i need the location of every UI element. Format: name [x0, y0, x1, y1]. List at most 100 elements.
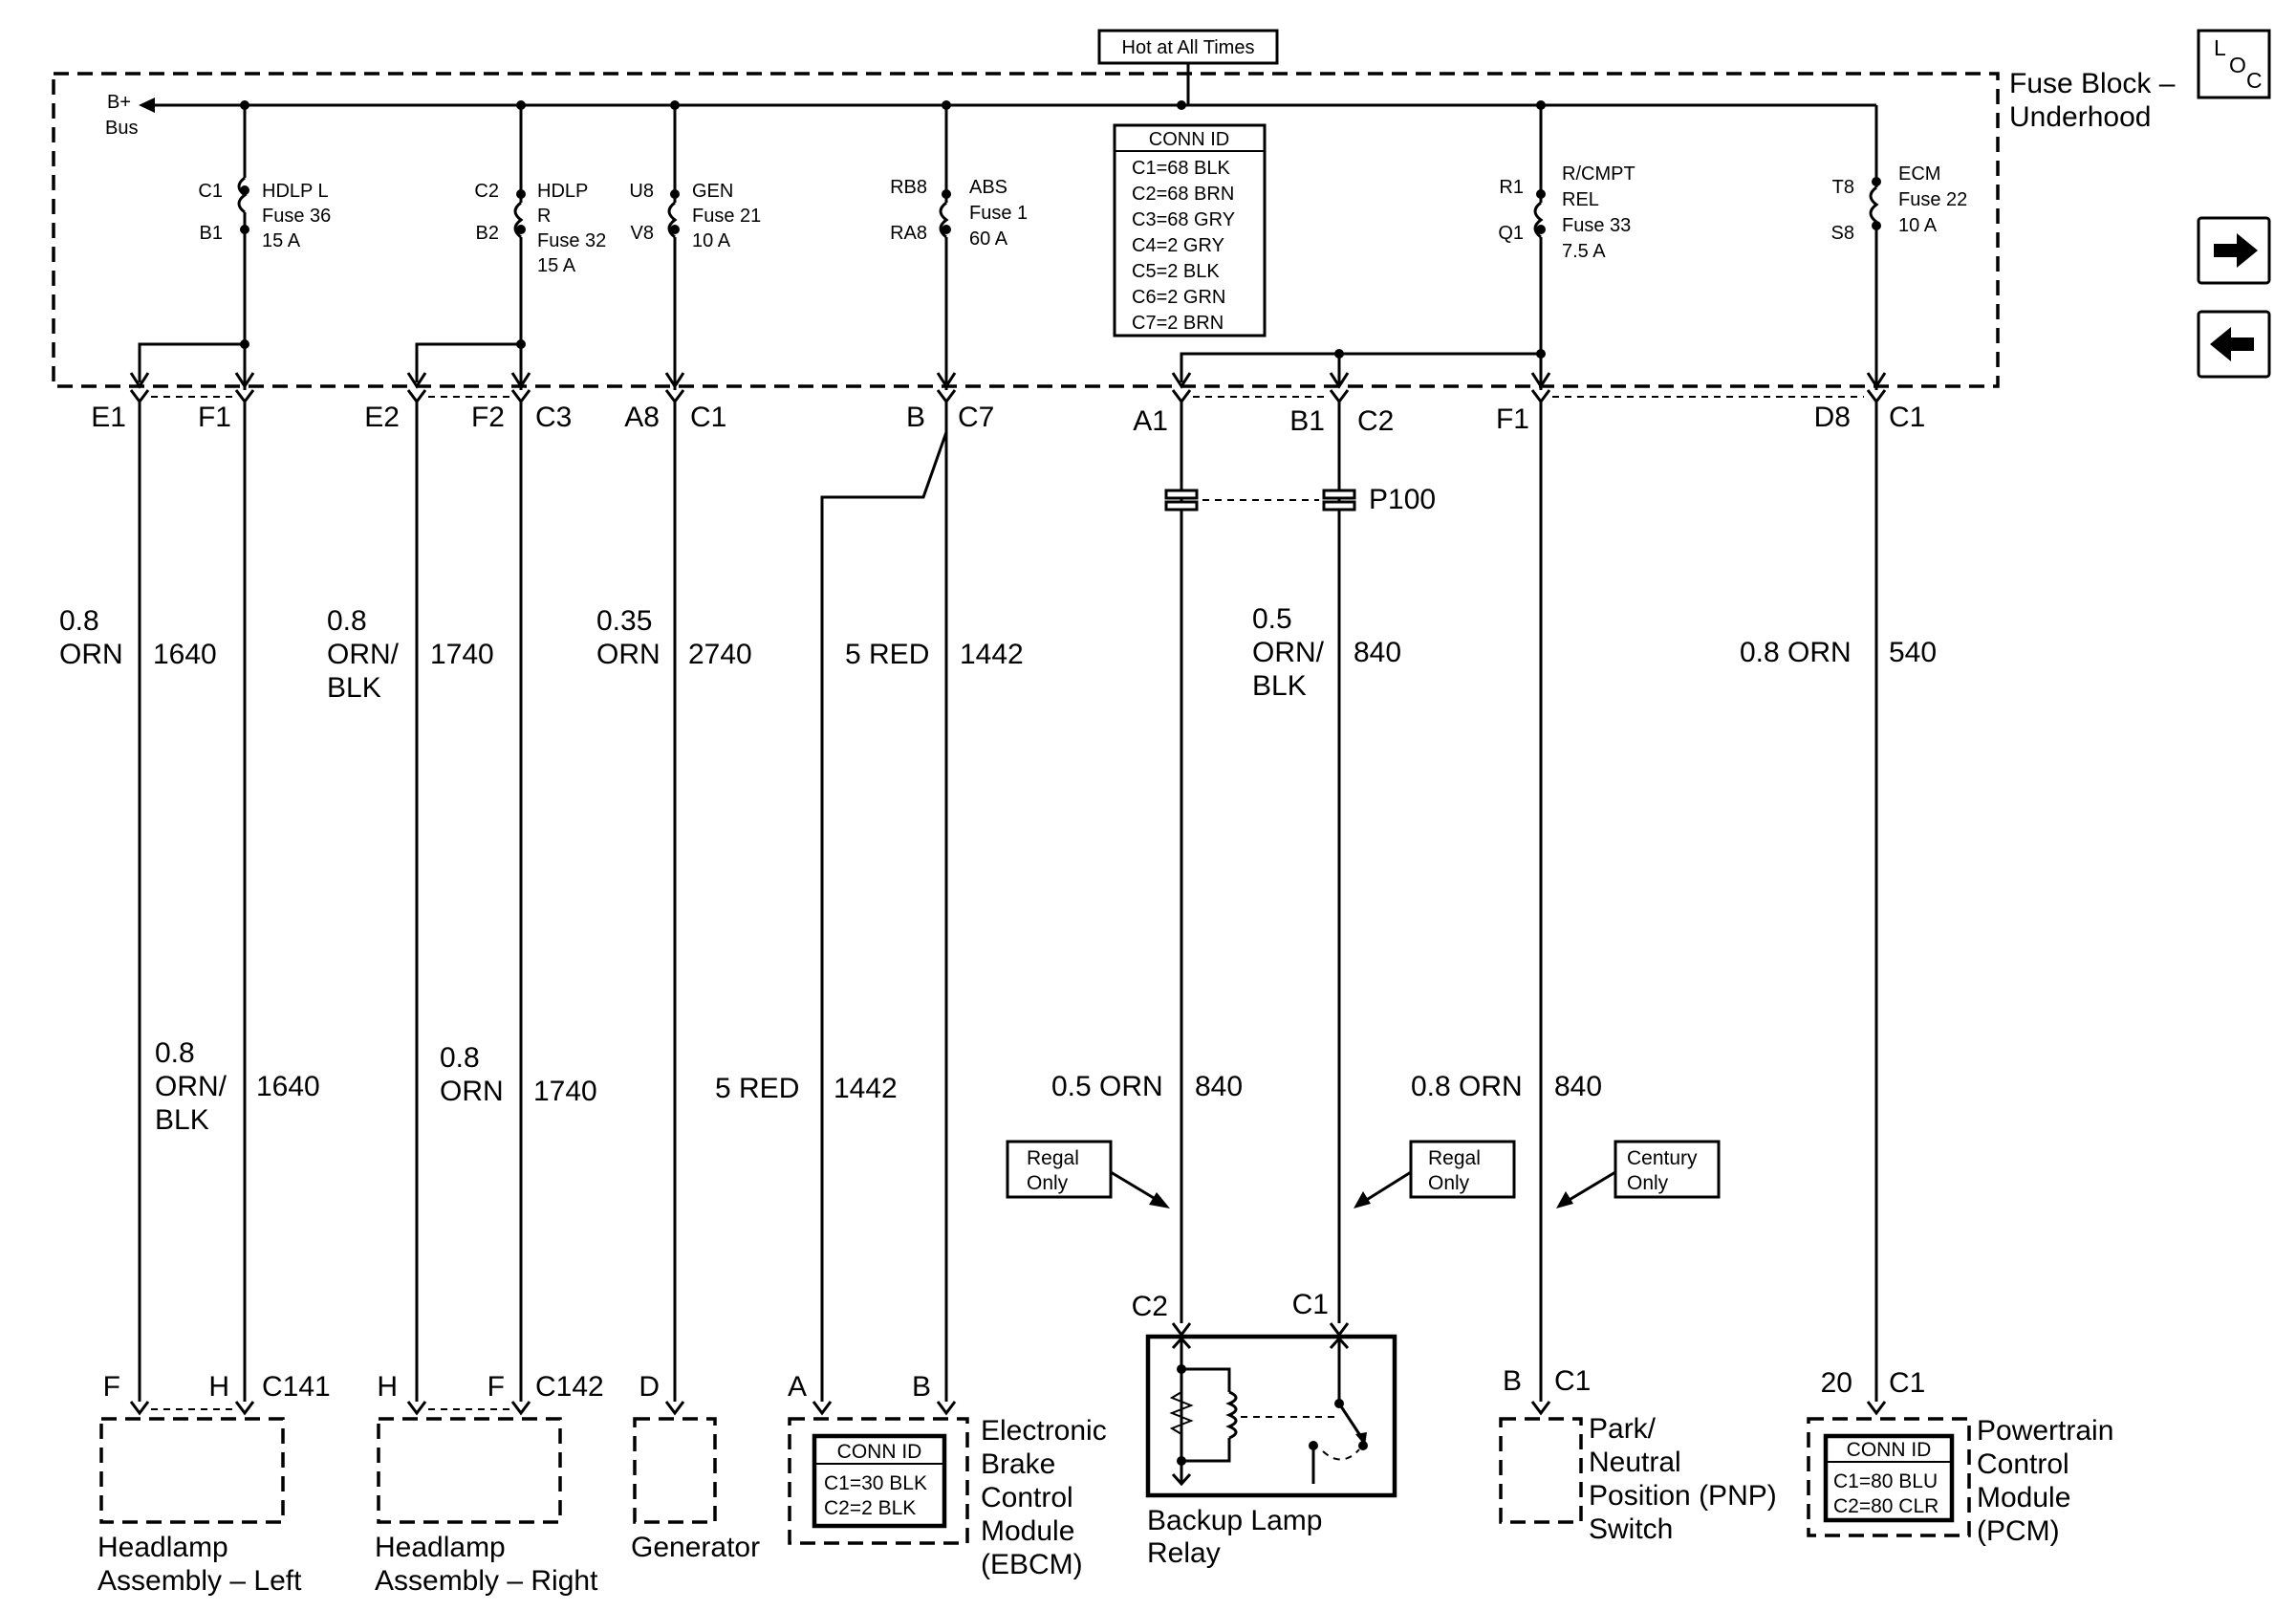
relay-label: Backup Lamp [1147, 1505, 1322, 1536]
fuse-pin-top: C2 [474, 181, 499, 202]
wire-color: BLK [155, 1104, 209, 1136]
fuse-label: R [537, 206, 551, 227]
fuse-pin-top: T8 [1832, 177, 1854, 198]
fuse-label: 10 A [692, 230, 731, 251]
b-plus-bus: B+ Bus [105, 92, 1876, 139]
loc-button[interactable]: L O C [2197, 29, 2271, 99]
connector-id: C142 [535, 1371, 604, 1403]
connector-id: C141 [262, 1371, 331, 1403]
pin-label: C1 [690, 402, 726, 433]
wire-color: ORN/ [155, 1071, 227, 1102]
pin-label: C1 [1889, 1367, 1925, 1399]
wire-color: 5 RED [715, 1073, 799, 1104]
conn-id-row: C2=68 BRN [1132, 184, 1234, 205]
generator: D Generator [631, 1371, 760, 1563]
conn-id-row: C1=68 BLK [1132, 158, 1231, 179]
conn-id-row: C1=80 BLU [1833, 1470, 1938, 1492]
wire-labels-lower: 0.8 ORN/ BLK 1640 0.8 ORN 1740 5 RED 144… [155, 1037, 1602, 1136]
wire-circuit: 1740 [430, 639, 494, 670]
wire-color: BLK [1252, 670, 1307, 702]
conn-id-title: CONN ID [837, 1441, 922, 1463]
conn-id-row: C4=2 GRY [1132, 235, 1224, 256]
wire-color: 0.5 ORN [1051, 1071, 1163, 1102]
fuse-label: Fuse 32 [537, 230, 606, 251]
fuse-label: 7.5 A [1562, 241, 1606, 262]
arrow-icon [1354, 1191, 1371, 1208]
fuse-label: HDLP L [262, 181, 329, 202]
wire-color: 0.5 [1252, 603, 1292, 635]
fuse-rcmpt: R1 Q1 R/CMPT REL Fuse 33 7.5 A [1498, 105, 1635, 390]
splice-label: P100 [1369, 484, 1436, 515]
component-label: Assembly – Left [97, 1565, 302, 1597]
relay-box [1145, 1334, 1397, 1498]
wire-circuit: 840 [1354, 637, 1401, 668]
component-label: Electronic [981, 1415, 1107, 1447]
conn-id-row: C1=30 BLK [824, 1472, 927, 1494]
wire-labels-upper: 0.8 ORN 1640 0.8 ORN/ BLK 1740 0.35 ORN … [59, 603, 1937, 704]
fuse-block-title-1: Fuse Block – [2009, 68, 2176, 99]
fuse-label: Fuse 1 [969, 203, 1028, 224]
pin-label: D8 [1814, 402, 1851, 433]
pin-label: C7 [958, 402, 994, 433]
pin-label: B1 [1289, 405, 1325, 437]
wire-circuit: 1640 [256, 1071, 320, 1102]
component-label: Brake [981, 1448, 1055, 1480]
pin-label: 20 [1821, 1367, 1852, 1399]
note-text: Only [1027, 1172, 1069, 1194]
conn-id-title: CONN ID [1847, 1439, 1932, 1461]
fuse-block-outline [52, 72, 2000, 388]
loc-letter: O [2229, 53, 2246, 77]
conn-id-row: C6=2 GRN [1132, 287, 1225, 308]
pin-label: A [788, 1371, 807, 1403]
pin-label: C1 [1889, 402, 1925, 433]
relay-pin: C2 [1132, 1291, 1168, 1322]
component-label: Assembly – Right [375, 1565, 598, 1597]
note-text: Only [1627, 1172, 1669, 1194]
wire-color: 0.35 [596, 605, 652, 637]
pin-label: D [639, 1371, 660, 1403]
ebcm: A B CONN ID C1=30 BLK C2=2 BLK Electroni… [788, 1371, 1107, 1580]
component-label: (EBCM) [981, 1549, 1083, 1580]
wire-circuit: 540 [1889, 637, 1937, 668]
wire-color: ORN [440, 1076, 504, 1107]
wire-color: ORN [59, 639, 123, 670]
pin-label: A1 [1133, 405, 1168, 437]
pcm: 20 C1 CONN ID C1=80 BLU C2=80 CLR Powert… [1807, 1367, 2113, 1547]
wire-color: 0.8 [155, 1037, 195, 1069]
fuse-label: REL [1562, 189, 1599, 210]
pin-label: C2 [1357, 405, 1394, 437]
note-regal-left: Regal Only [1006, 1140, 1170, 1208]
conn-id-row: C7=2 BRN [1132, 313, 1224, 334]
wire-color: 0.8 [327, 605, 367, 637]
pnp-switch: B C1 Park/ Neutral Position (PNP) Switch [1499, 1365, 1777, 1545]
next-page-button[interactable] [2197, 216, 2271, 285]
component-label: Headlamp [97, 1532, 228, 1563]
fuse-pin-bottom: V8 [631, 223, 654, 244]
hot-at-all-times-label: Hot at All Times [1122, 37, 1255, 58]
previous-page-button[interactable] [2197, 310, 2271, 379]
fuse-label: ECM [1898, 163, 1940, 185]
pin-label: H [377, 1371, 398, 1403]
wires [138, 402, 1878, 1402]
fuse-label: Fuse 36 [262, 206, 331, 227]
relay-pin: C1 [1292, 1289, 1329, 1320]
wire-circuit: 1640 [153, 639, 217, 670]
fuse-block-conn-id: CONN ID C1=68 BLK C2=68 BRN C3=68 GRY C4… [1113, 123, 1267, 337]
note-text: Only [1428, 1172, 1470, 1194]
fuse-pin-bottom: RA8 [890, 223, 927, 244]
wire-color: 0.8 ORN [1740, 637, 1852, 668]
pin-label: F2 [471, 402, 505, 433]
relay-label: Relay [1147, 1537, 1221, 1569]
pin-label: B [906, 402, 925, 433]
fuse-label: 15 A [537, 255, 576, 276]
wire-color: 0.8 [59, 605, 99, 637]
wire-circuit: 840 [1195, 1071, 1243, 1102]
arrow-icon [1149, 1192, 1170, 1208]
fuse-ecm: T8 S8 ECM Fuse 22 10 A [1831, 105, 1967, 390]
fuse-label: Fuse 33 [1562, 215, 1631, 236]
pin-label: A8 [624, 402, 660, 433]
fuse-pin-bottom: B1 [200, 223, 223, 244]
fuse-pin-bottom: B2 [476, 223, 499, 244]
fuse-pin-top: C1 [198, 181, 223, 202]
right-arrow-icon [2214, 233, 2258, 268]
